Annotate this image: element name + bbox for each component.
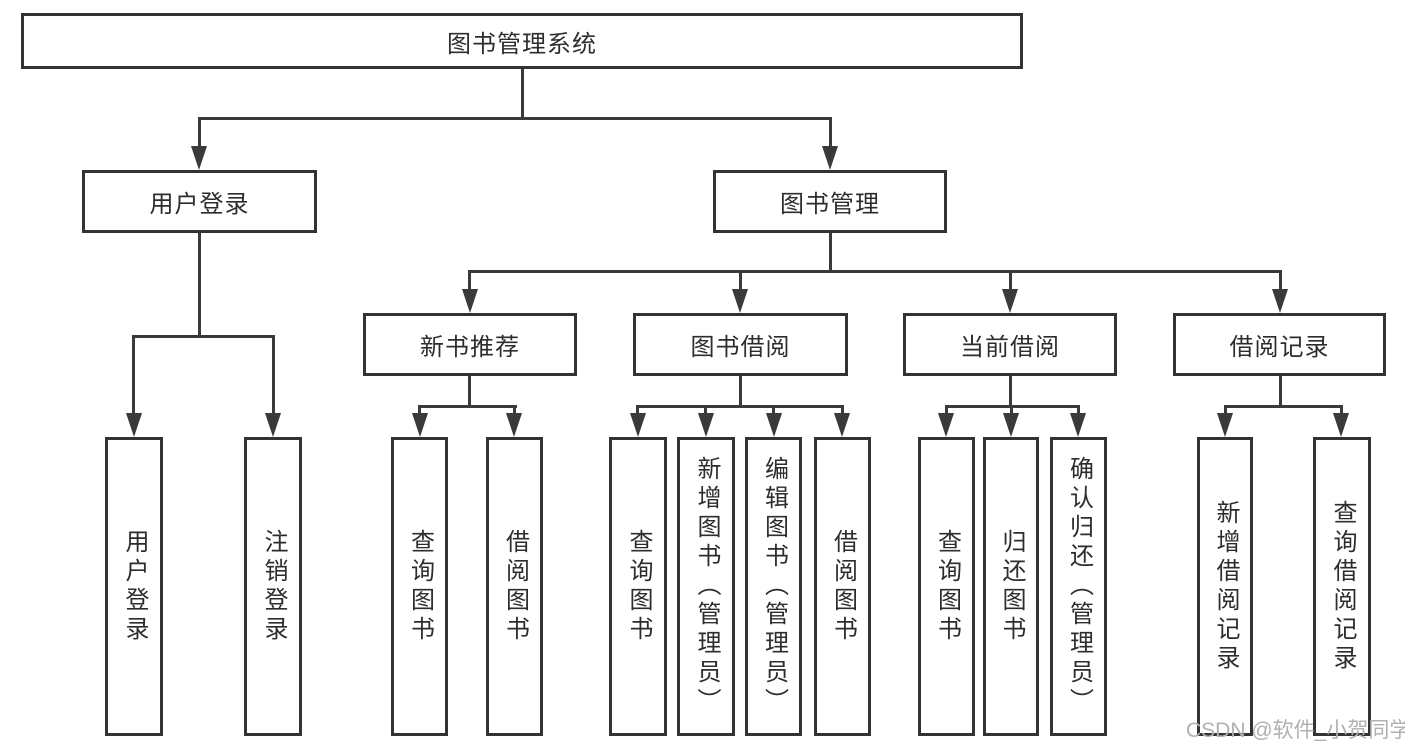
node-root: 图书管理系统 xyxy=(21,13,1023,69)
leaf-confirm-return-admin: 确认归还（管理员） xyxy=(1050,437,1107,736)
leaf-query-books: 查询图书 xyxy=(918,437,975,736)
node-label: 借阅记录 xyxy=(1229,334,1330,361)
arrow-down-icon xyxy=(1003,413,1019,437)
connector-borrow-bus xyxy=(636,405,844,408)
node-label: 确认归还（管理员） xyxy=(1065,456,1093,717)
node-label: 新增图书（管理员） xyxy=(693,456,720,717)
connector-drop xyxy=(132,335,135,415)
node-label: 当前借阅 xyxy=(960,334,1060,361)
connector-drop xyxy=(1010,405,1013,415)
node-label: 注销登录 xyxy=(260,528,287,645)
connector-current-feed xyxy=(1009,376,1012,407)
connector-drop xyxy=(1077,405,1080,415)
arrow-down-icon xyxy=(630,413,646,437)
connector-record-feed xyxy=(1279,376,1282,407)
arrow-down-icon xyxy=(1217,413,1233,437)
arrow-down-icon xyxy=(126,413,142,437)
node-root-label: 图书管理系统 xyxy=(447,30,597,58)
node-label: 借阅图书 xyxy=(501,528,529,645)
arrow-down-icon xyxy=(1070,413,1086,437)
arrow-down-icon xyxy=(1333,413,1349,437)
arrow-down-icon xyxy=(834,413,850,437)
node-user-login: 用户登录 xyxy=(82,170,317,233)
arrow-down-icon xyxy=(462,289,478,313)
node-label: 用户登录 xyxy=(121,528,148,645)
node-book-borrow: 图书借阅 xyxy=(633,313,848,376)
node-label: 查询图书 xyxy=(625,528,652,645)
connector-drop xyxy=(1340,405,1343,415)
node-label: 查询借阅记录 xyxy=(1329,499,1356,674)
leaf-borrow-books: 借阅图书 xyxy=(486,437,543,736)
connector-drop xyxy=(1009,270,1012,292)
leaf-query-books: 查询图书 xyxy=(609,437,667,736)
node-label: 图书借阅 xyxy=(690,334,791,361)
leaf-logout: 注销登录 xyxy=(244,437,302,736)
connector-newbook-feed xyxy=(468,376,471,407)
connector-userlogin-feed xyxy=(198,233,201,338)
watermark-text: CSDN @软件_小贺同学 xyxy=(1186,719,1405,742)
connector-drop-user-login xyxy=(198,117,201,149)
connector-level1-bus xyxy=(198,117,832,120)
node-label: 编辑图书（管理员） xyxy=(760,456,788,717)
arrow-down-icon xyxy=(1002,289,1018,313)
connector-drop xyxy=(739,270,742,292)
connector-drop xyxy=(841,405,844,415)
arrow-down-icon xyxy=(732,289,748,313)
leaf-query-books: 查询图书 xyxy=(391,437,448,736)
arrow-down-icon xyxy=(412,413,428,437)
connector-level2-bus xyxy=(468,270,1282,273)
connector-drop xyxy=(468,270,471,292)
leaf-edit-books-admin: 编辑图书（管理员） xyxy=(745,437,802,736)
node-book-management: 图书管理 xyxy=(713,170,947,233)
connector-root-feed xyxy=(521,69,524,120)
connector-drop xyxy=(704,405,707,415)
connector-newbook-bus xyxy=(418,405,517,408)
node-label: 查询图书 xyxy=(933,528,961,645)
connector-bookmgmt-feed xyxy=(829,233,832,273)
connector-drop xyxy=(1224,405,1227,415)
connector-userlogin-bus xyxy=(132,335,275,338)
connector-drop xyxy=(1279,270,1282,292)
node-current-borrow: 当前借阅 xyxy=(903,313,1117,376)
leaf-add-borrow-record: 新增借阅记录 xyxy=(1197,437,1253,736)
node-label: 用户登录 xyxy=(149,191,250,218)
arrow-down-icon xyxy=(506,413,522,437)
arrow-down-icon xyxy=(938,413,954,437)
leaf-query-borrow-record: 查询借阅记录 xyxy=(1313,437,1371,736)
connector-drop xyxy=(513,405,516,415)
arrow-down-icon xyxy=(822,146,838,170)
connector-drop-book-mgmt xyxy=(829,117,832,149)
node-label: 归还图书 xyxy=(998,528,1025,645)
node-borrow-record: 借阅记录 xyxy=(1173,313,1386,376)
leaf-add-books-admin: 新增图书（管理员） xyxy=(677,437,735,736)
arrow-down-icon xyxy=(265,413,281,437)
leaf-borrow-books: 借阅图书 xyxy=(814,437,871,736)
connector-drop xyxy=(772,405,775,415)
leaf-user-login: 用户登录 xyxy=(105,437,163,736)
connector-drop xyxy=(418,405,421,415)
connector-drop xyxy=(945,405,948,415)
connector-record-bus xyxy=(1224,405,1343,408)
node-label: 新书推荐 xyxy=(420,334,520,361)
node-new-book-recommend: 新书推荐 xyxy=(363,313,577,376)
connector-drop xyxy=(272,335,275,415)
node-label: 查询图书 xyxy=(406,528,434,645)
leaf-return-books: 归还图书 xyxy=(983,437,1039,736)
node-label: 新增借阅记录 xyxy=(1212,499,1239,674)
connector-drop xyxy=(636,405,639,415)
arrow-down-icon xyxy=(1272,289,1288,313)
arrow-down-icon xyxy=(191,146,207,170)
connector-borrow-feed xyxy=(739,376,742,407)
node-label: 借阅图书 xyxy=(829,528,857,645)
arrow-down-icon xyxy=(766,413,782,437)
node-label: 图书管理 xyxy=(780,191,880,218)
arrow-down-icon xyxy=(698,413,714,437)
